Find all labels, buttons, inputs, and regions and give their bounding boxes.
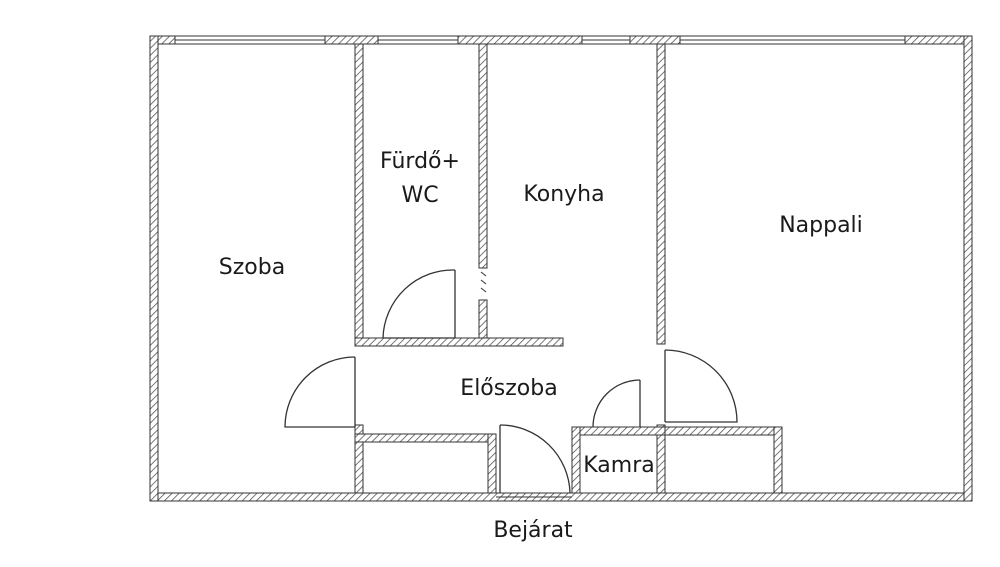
wall-konyha-nappali — [656, 43, 666, 345]
door-szoba — [284, 356, 356, 428]
room-label-szoba: Szoba — [219, 255, 285, 280]
wall-szoba-upper — [354, 43, 364, 345]
wall-szoba-lower — [354, 424, 364, 494]
wall-furdo-konyha-lower — [478, 299, 488, 339]
closet-wall-top — [354, 433, 496, 443]
door-nappali — [664, 349, 738, 423]
doors — [284, 269, 738, 498]
interior-walls — [354, 43, 783, 494]
door-kamra — [592, 379, 641, 428]
room-label-nappali: Nappali — [779, 213, 863, 238]
room-label-eloszoba: Előszoba — [460, 376, 557, 401]
room-label-konyha: Konyha — [523, 182, 604, 207]
nappali-closet-right — [773, 426, 783, 494]
wall-furdo-bottom — [354, 337, 564, 347]
door-entrance — [496, 424, 572, 498]
wall-left — [149, 35, 159, 502]
wall-furdo-konyha-upper — [478, 43, 488, 269]
nappali-closet-top — [664, 426, 783, 436]
kamra-wall-top — [571, 426, 666, 436]
wall-konyha-nappali-lower — [656, 424, 666, 494]
room-label-furdo-line1: Fürdő+ — [380, 149, 460, 174]
room-label-furdo-line2: WC — [401, 183, 438, 208]
wall-opening-marker — [480, 271, 487, 293]
wall-right — [963, 35, 973, 502]
door-furdo — [382, 269, 456, 339]
windows — [174, 35, 906, 45]
entrance-label: Bejárat — [493, 518, 573, 543]
kamra-wall-left — [571, 426, 581, 494]
closet-wall-right — [487, 433, 497, 494]
room-label-kamra: Kamra — [583, 453, 654, 478]
